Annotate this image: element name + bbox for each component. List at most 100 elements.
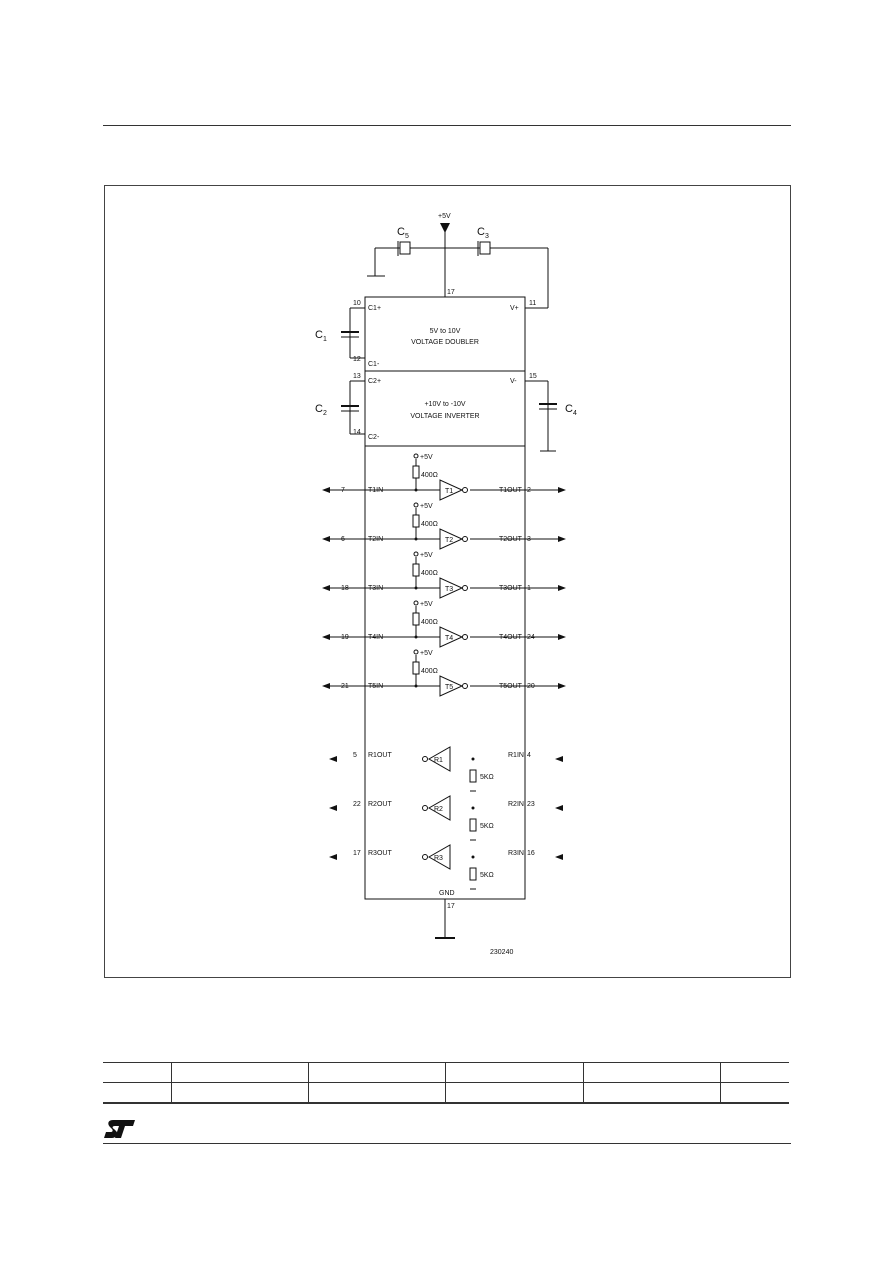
r3-out-label: R3OUT — [368, 850, 392, 857]
r2-gate-label: R2 — [434, 806, 443, 813]
table-cell — [445, 1082, 584, 1104]
t3-bubble — [462, 585, 468, 591]
t3-in-arrow — [322, 585, 330, 591]
r3-node — [471, 855, 475, 859]
pin-c2minus: 14 — [353, 429, 361, 436]
t4-gate-label: T4 — [445, 635, 453, 642]
t3-resistor — [412, 563, 420, 577]
r2-in-arrow — [555, 805, 563, 811]
t2-resistor — [412, 514, 420, 528]
t3-out-label: T3OUT — [499, 585, 523, 592]
r3-res-label: 5KΩ — [480, 872, 494, 879]
t1-res-label: 400Ω — [421, 472, 438, 479]
t1-pullup-label: +5V — [420, 454, 433, 461]
r3-resistor — [469, 867, 477, 881]
header-rule — [103, 125, 791, 126]
cap-label-c5: C5 — [397, 226, 409, 240]
t1-in-label: T1IN — [368, 487, 383, 494]
footer-rule — [103, 1143, 791, 1144]
table-cell — [308, 1062, 446, 1083]
r1-resistor — [469, 769, 477, 783]
table-cell — [719, 1082, 789, 1104]
t4-gate — [439, 626, 464, 648]
table-cell — [171, 1062, 309, 1083]
t2-junction — [414, 537, 418, 541]
t4-out-label: T4OUT — [499, 634, 523, 641]
t4-junction — [414, 635, 418, 639]
t5-in-arrow — [322, 683, 330, 689]
r3-in-arrow — [555, 854, 563, 860]
schematic-diagram: C5 C3 C1 C2 C4 +5V 10 C1+ 12 C1- 13 C2+ … — [315, 213, 577, 956]
r1-gate — [427, 746, 451, 772]
t2-out-arrow — [558, 536, 566, 542]
r1-out-arrow — [329, 756, 337, 762]
t3-res-label: 400Ω — [421, 570, 438, 577]
cap-label-c3: C3 — [477, 226, 489, 240]
t2-in-pin: 6 — [341, 536, 345, 543]
t1-pullup-node — [413, 453, 419, 459]
t2-pullup-node — [413, 502, 419, 508]
t3-out-arrow — [558, 585, 566, 591]
t4-pullup-label: +5V — [420, 601, 433, 608]
t4-in-arrow — [322, 634, 330, 640]
label-c2plus: C2+ — [368, 378, 381, 385]
table-cell — [171, 1082, 309, 1104]
ordering-table — [103, 1062, 789, 1104]
r1-node — [471, 757, 475, 761]
t1-out-arrow — [558, 487, 566, 493]
r3-in-label: R3IN — [508, 850, 524, 857]
table-row — [103, 1082, 789, 1104]
t3-gate — [439, 577, 464, 599]
c5-plate — [399, 241, 411, 255]
figure-code: 230240 — [490, 949, 513, 956]
r2-out-arrow — [329, 805, 337, 811]
t1-junction — [414, 488, 418, 492]
t3-in-label: T3IN — [368, 585, 383, 592]
t1-bubble — [462, 487, 468, 493]
r2-bubble — [422, 805, 428, 811]
t3-out-pin: 1 — [527, 585, 531, 592]
receiver-1: 5 R1OUT R1 R1IN 4 5KΩ — [329, 746, 563, 792]
t3-gate-label: T3 — [445, 586, 453, 593]
gnd-label: GND — [439, 890, 455, 897]
table-cell — [582, 1062, 721, 1083]
t5-pullup-node — [413, 649, 419, 655]
label-vplus: V+ — [510, 305, 519, 312]
t4-res-label: 400Ω — [421, 619, 438, 626]
r2-gate — [427, 795, 451, 821]
r1-in-arrow — [555, 756, 563, 762]
pin-vcc: 17 — [447, 289, 455, 296]
t1-in-pin: 7 — [341, 487, 345, 494]
supply-label: +5V — [438, 213, 451, 220]
table-cell — [103, 1082, 172, 1104]
inverter-subtitle: VOLTAGE INVERTER — [410, 413, 479, 420]
pin-gnd: 17 — [447, 903, 455, 910]
t5-resistor — [412, 661, 420, 675]
label-vminus: V- — [510, 378, 517, 385]
supply-arrow — [440, 223, 450, 233]
r1-gate-label: R1 — [434, 757, 443, 764]
t5-res-label: 400Ω — [421, 668, 438, 675]
t4-in-label: T4IN — [368, 634, 383, 641]
schematic-figure: C5 C3 C1 C2 C4 +5V 10 C1+ 12 C1- 13 C2+ … — [104, 185, 791, 978]
t3-pullup-label: +5V — [420, 552, 433, 559]
t2-pullup-label: +5V — [420, 503, 433, 510]
t4-bubble — [462, 634, 468, 640]
r1-res-label: 5KΩ — [480, 774, 494, 781]
label-c2minus: C2- — [368, 434, 380, 441]
t1-resistor — [412, 465, 420, 479]
t3-in-pin: 18 — [341, 585, 349, 592]
t1-gate-label: T1 — [445, 488, 453, 495]
r2-res-label: 5KΩ — [480, 823, 494, 830]
t2-bubble — [462, 536, 468, 542]
r2-node — [471, 806, 475, 810]
st-logo-icon — [104, 1120, 135, 1138]
transmitter-4: 19 T4IN T4 T4OUT 24 +5V 400Ω — [322, 600, 566, 648]
t2-out-pin: 3 — [527, 536, 531, 543]
t5-bubble — [462, 683, 468, 689]
cap-label-c1: C1 — [315, 329, 327, 343]
t4-resistor — [412, 612, 420, 626]
t2-in-label: T2IN — [368, 536, 383, 543]
t4-out-arrow — [558, 634, 566, 640]
r1-in-label: R1IN — [508, 752, 524, 759]
